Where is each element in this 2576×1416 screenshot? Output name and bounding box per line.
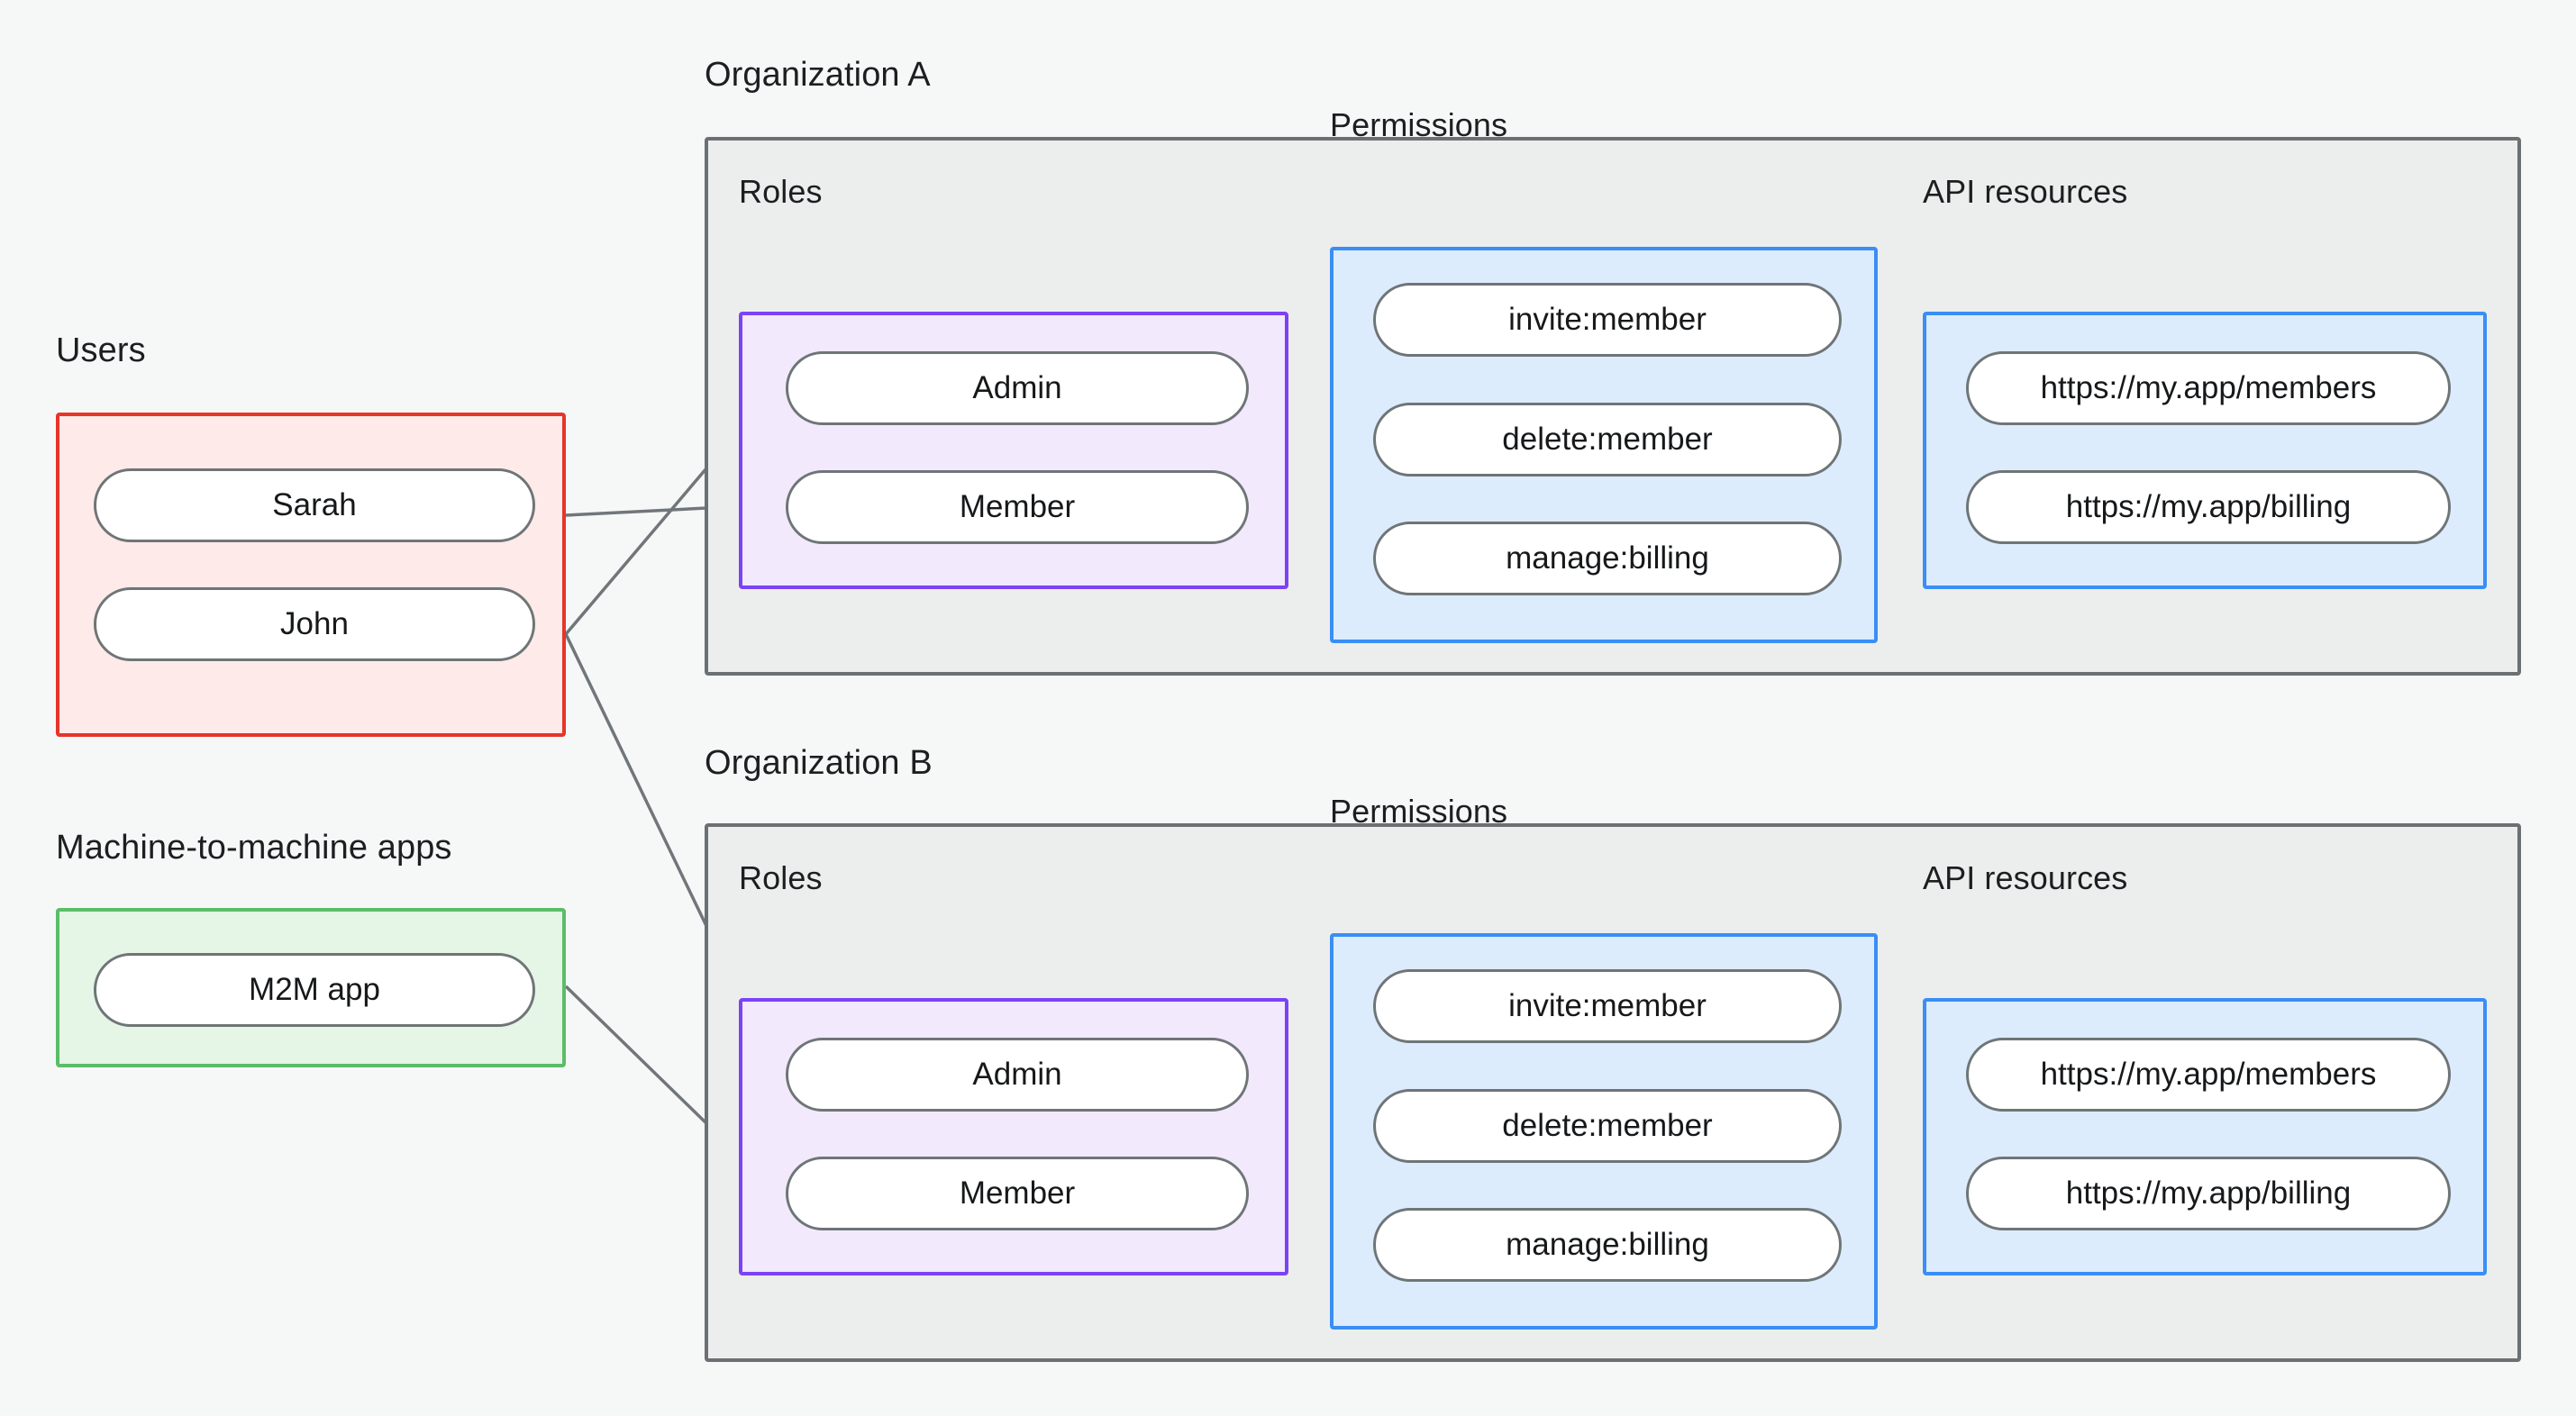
org-a-permissions-group: invite:member delete:member manage:billi…: [1330, 247, 1878, 643]
user-node-john[interactable]: John: [94, 587, 535, 661]
api-resource-label: https://my.app/billing: [2065, 1175, 2352, 1211]
org-a-api-resource-billing[interactable]: https://my.app/billing: [1966, 470, 2451, 544]
user-node-label: Sarah: [272, 487, 357, 522]
org-b-permission-invite-member[interactable]: invite:member: [1373, 969, 1842, 1043]
org-a-api-resource-members[interactable]: https://my.app/members: [1966, 351, 2451, 425]
org-b-roles-caption: Roles: [739, 859, 823, 896]
org-b-role-member[interactable]: Member: [786, 1157, 1249, 1230]
org-b-caption: Organization B: [705, 744, 933, 782]
org-a-permission-delete-member[interactable]: delete:member: [1373, 403, 1842, 477]
org-a-roles-caption: Roles: [739, 173, 823, 210]
org-b-roles-group: Admin Member: [739, 998, 1288, 1275]
org-b-permission-manage-billing[interactable]: manage:billing: [1373, 1208, 1842, 1282]
org-a-group: Roles Admin Member Permissions invite:me…: [705, 106, 2521, 676]
users-group: Sarah John: [56, 413, 566, 737]
org-b-permission-delete-member[interactable]: delete:member: [1373, 1089, 1842, 1163]
permission-label: invite:member: [1508, 988, 1707, 1023]
org-b-api-caption: API resources: [1923, 859, 2128, 896]
m2m-caption: Machine-to-machine apps: [56, 829, 452, 867]
org-b-permissions-caption: Permissions: [1330, 793, 1508, 830]
org-a-permissions-caption: Permissions: [1330, 106, 1508, 143]
role-label: Member: [959, 1175, 1076, 1211]
org-a-roles-group: Admin Member: [739, 312, 1288, 589]
org-a-api-caption: API resources: [1923, 173, 2128, 210]
org-a-role-member[interactable]: Member: [786, 470, 1249, 544]
users-caption: Users: [56, 331, 146, 369]
api-resource-label: https://my.app/members: [2040, 1057, 2377, 1092]
role-label: Member: [959, 489, 1076, 524]
permission-label: delete:member: [1502, 422, 1713, 457]
user-node-sarah[interactable]: Sarah: [94, 468, 535, 542]
permission-label: manage:billing: [1506, 540, 1709, 576]
org-a-permission-invite-member[interactable]: invite:member: [1373, 283, 1842, 357]
role-label: Admin: [972, 370, 1062, 405]
user-node-label: John: [280, 606, 349, 641]
org-b-api-group: https://my.app/members https://my.app/bi…: [1923, 998, 2487, 1275]
permission-label: invite:member: [1508, 302, 1707, 337]
m2m-node-label: M2M app: [249, 972, 380, 1007]
permission-label: manage:billing: [1506, 1227, 1709, 1262]
org-b-api-resource-members[interactable]: https://my.app/members: [1966, 1038, 2451, 1112]
org-b-permissions-group: invite:member delete:member manage:billi…: [1330, 933, 1878, 1330]
org-a-caption: Organization A: [705, 56, 931, 94]
m2m-group: M2M app: [56, 908, 566, 1067]
org-a-permission-manage-billing[interactable]: manage:billing: [1373, 522, 1842, 595]
org-b-role-admin[interactable]: Admin: [786, 1038, 1249, 1112]
org-a-api-group: https://my.app/members https://my.app/bi…: [1923, 312, 2487, 589]
org-b-api-resource-billing[interactable]: https://my.app/billing: [1966, 1157, 2451, 1230]
org-a-role-admin[interactable]: Admin: [786, 351, 1249, 425]
m2m-node-app[interactable]: M2M app: [94, 953, 535, 1027]
permission-label: delete:member: [1502, 1108, 1713, 1143]
api-resource-label: https://my.app/billing: [2065, 489, 2352, 524]
role-label: Admin: [972, 1057, 1062, 1092]
org-b-group: Roles Admin Member Permissions invite:me…: [705, 793, 2521, 1362]
api-resource-label: https://my.app/members: [2040, 370, 2377, 405]
